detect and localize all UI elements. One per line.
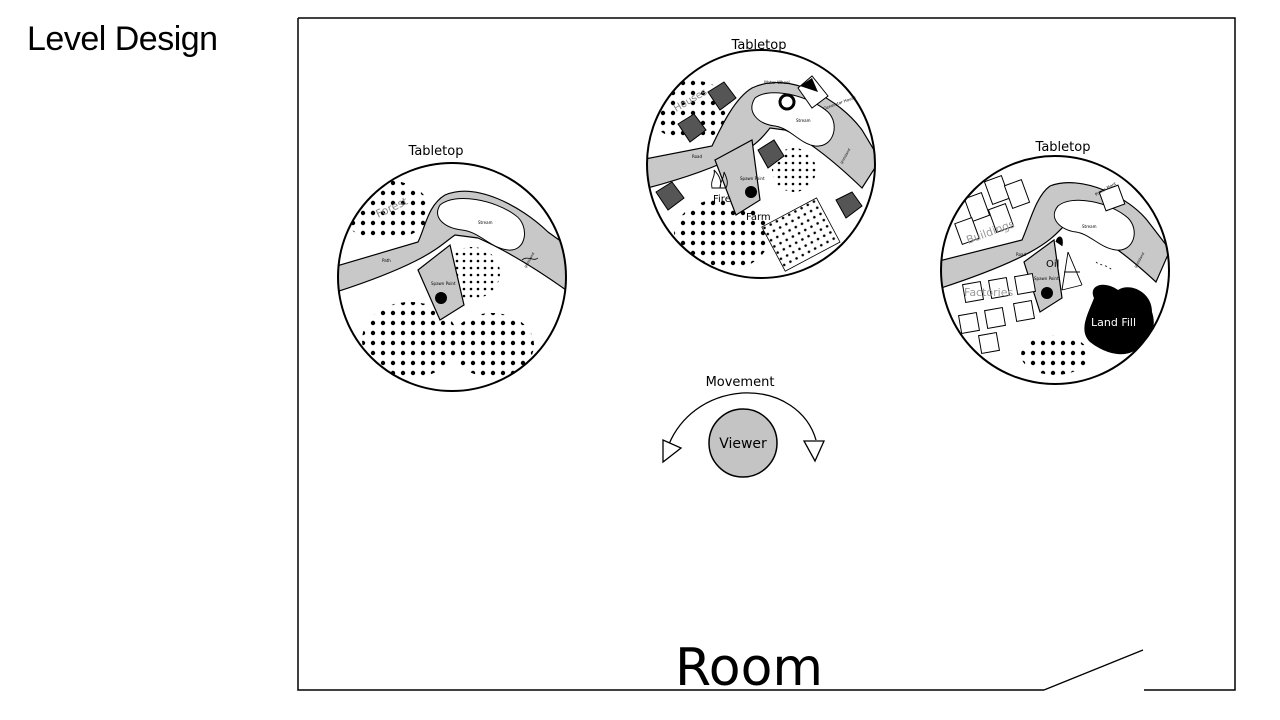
tabletop-city: Tabletop (940, 140, 1170, 385)
spawn-point-marker (435, 292, 447, 304)
tabletop-title: Tabletop (731, 38, 787, 53)
ground-label: grassland (1133, 252, 1145, 269)
road-label: Road (1016, 252, 1026, 257)
tabletop-forest: Tabletop Forest Path Stream grassland Sp… (337, 144, 567, 392)
stream-pool (437, 198, 526, 251)
fire-icon (711, 169, 728, 189)
tabletop-title: Tabletop (1035, 140, 1091, 155)
viewer-circle (708, 408, 778, 478)
room-frame (297, 17, 1236, 691)
spawn-branch (417, 243, 465, 321)
slide-title: Level Design (27, 20, 218, 58)
forest-dots (772, 148, 816, 192)
road-label: Road (692, 154, 702, 159)
forest-dots (450, 313, 534, 377)
area-label: Factories (964, 286, 1013, 299)
area-label: Farm (746, 212, 771, 223)
stream-pool (1053, 199, 1135, 251)
viewer-label: Viewer (719, 436, 767, 452)
arrow-left-icon (662, 438, 683, 464)
tabletop-title: Tabletop (408, 144, 464, 159)
stream-label: Stream (478, 220, 493, 225)
spawn-point-marker (745, 186, 757, 198)
forest-dots (674, 199, 770, 271)
area-label: Fire (713, 194, 731, 205)
room-door (1043, 649, 1144, 691)
viewer-movement: Movement Viewer (662, 375, 826, 478)
area-label: Land Fill (1091, 316, 1136, 329)
ground-label: grassland (839, 148, 851, 165)
ground-label: grassland (523, 252, 535, 269)
stream-label: Stream (796, 118, 811, 123)
forest-dots (362, 302, 458, 378)
water-wheel-icon (778, 93, 796, 111)
movement-label: Movement (706, 375, 775, 390)
forest-dots (1021, 335, 1089, 375)
room-label: Room (675, 638, 823, 698)
movement-arc (668, 392, 817, 445)
spawn-point-marker (1041, 287, 1053, 299)
stream-label: Stream (1082, 224, 1097, 229)
house-icon (655, 81, 863, 219)
spawn-label: Spawn Point (431, 281, 456, 286)
path-label: Path (382, 258, 391, 263)
area-label: Water Wheel (764, 80, 790, 85)
tabletop-village: Tabletop (646, 38, 876, 279)
land-fill-blob (1084, 284, 1154, 355)
oil-derrick-icon (1061, 251, 1083, 291)
farm-field (761, 197, 841, 272)
building-icon (954, 175, 1126, 246)
spawn-label: Spawn Point (740, 176, 765, 181)
spawn-label: Spawn Point (1034, 276, 1059, 281)
factory-icon (957, 272, 1037, 355)
area-label: Oil (1046, 259, 1059, 270)
arrow-right-icon (802, 440, 826, 463)
